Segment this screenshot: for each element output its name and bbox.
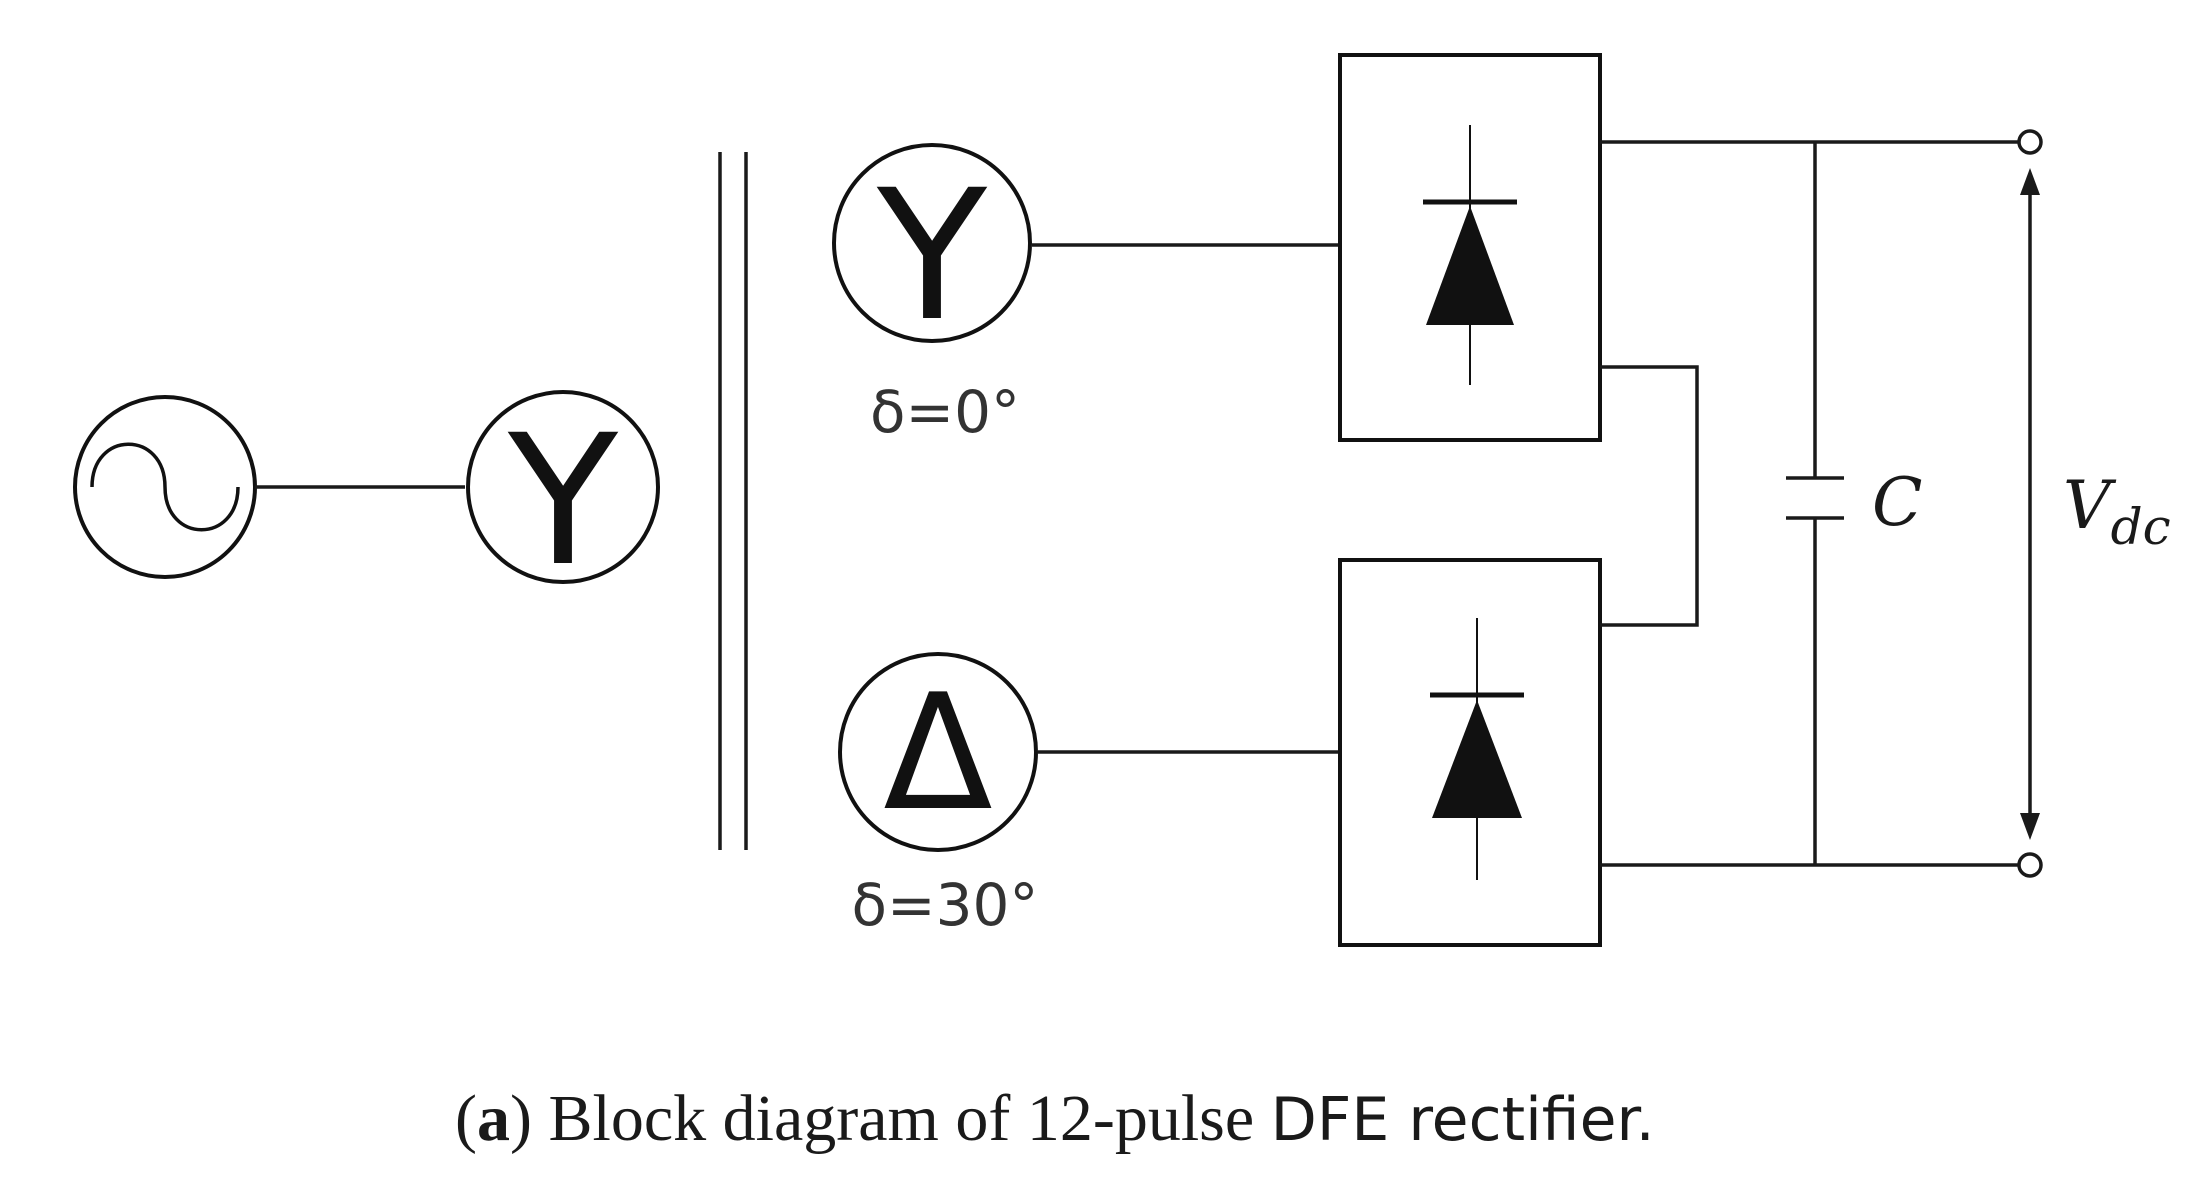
secondary-delta-symbol: Δ [883, 659, 992, 846]
diode-icon [1423, 125, 1517, 385]
vdc-arrow [2020, 168, 2040, 840]
output-voltage-subscript: dc [2111, 498, 2171, 556]
output-voltage-label: Vdc [2063, 467, 2171, 556]
rectifier-block-lower [1338, 558, 1602, 947]
caption-text-sans: DFE rectifier. [1271, 1085, 1655, 1155]
sine-wave-icon [90, 442, 240, 532]
caption-text-serif: ) Block diagram of 12-pulse [510, 1082, 1271, 1155]
positive-terminal [2017, 129, 2043, 155]
negative-terminal [2017, 852, 2043, 878]
phase-shift-label-30: δ=30° [852, 871, 1039, 939]
secondary-wye-symbol: Y [876, 152, 988, 361]
diode-icon [1430, 618, 1524, 880]
secondary-winding-wye: Y [832, 143, 1032, 361]
primary-winding: Y [466, 390, 660, 606]
rectifier-block-upper [1338, 53, 1602, 442]
capacitor [1786, 142, 1844, 865]
ac-source [73, 395, 257, 579]
series-link-wire [1600, 365, 1699, 627]
output-voltage-main: V [2063, 467, 2117, 544]
capacitor-label: C [1872, 464, 1923, 541]
phase-shift-label-0: δ=0° [870, 378, 1020, 446]
caption-letter: a [477, 1082, 510, 1155]
figure-caption: (a) Block diagram of 12-pulse DFE rectif… [455, 1082, 1655, 1155]
caption-open-paren: ( [455, 1082, 477, 1155]
secondary-winding-delta: Δ [838, 652, 1038, 852]
primary-winding-symbol: Y [507, 397, 619, 606]
